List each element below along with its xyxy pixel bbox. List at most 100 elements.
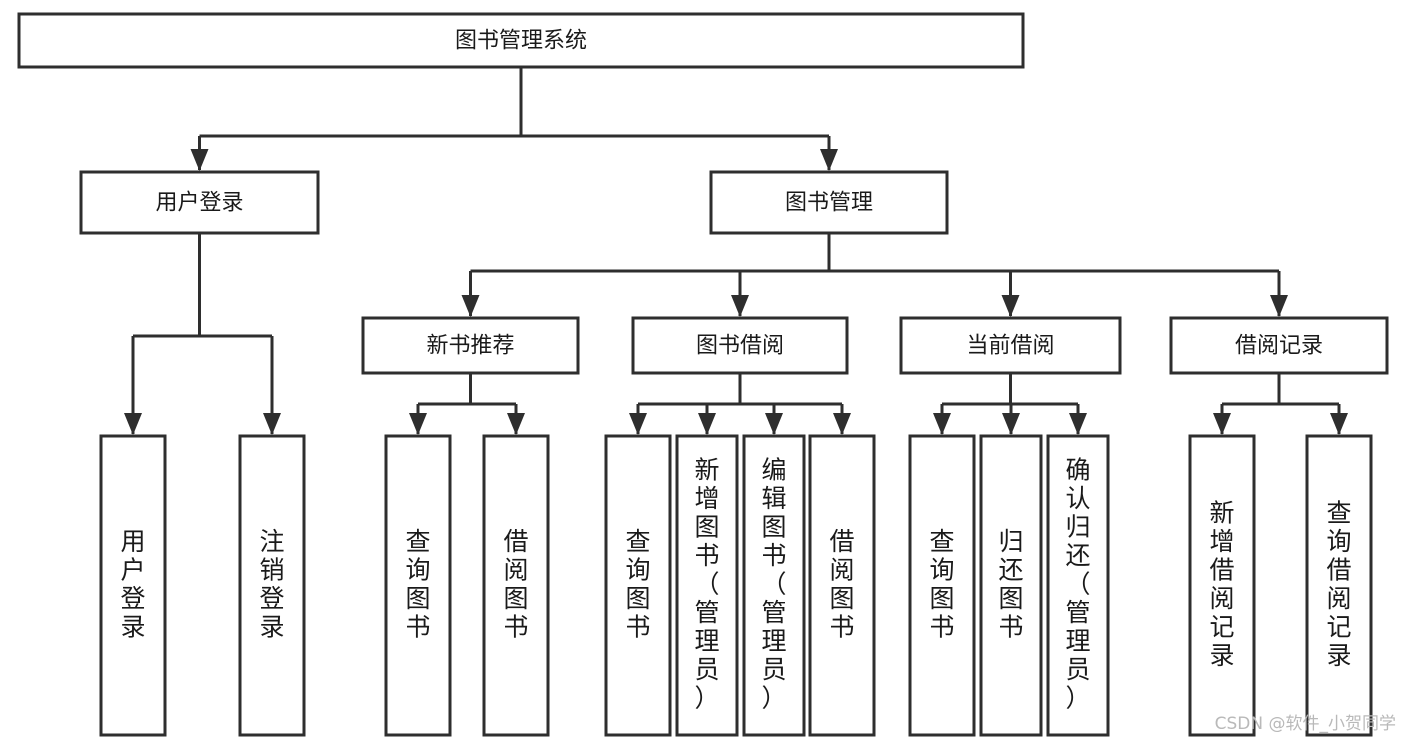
svg-text:阅: 阅 bbox=[503, 555, 528, 584]
node-leaf_user_login[interactable]: 用户登录 bbox=[99, 434, 167, 737]
node-borrow_record-label: 借阅记录 bbox=[1235, 334, 1323, 359]
svg-text:登: 登 bbox=[259, 584, 284, 613]
svg-text:（: （ bbox=[1065, 570, 1090, 599]
node-current_borrow[interactable]: 当前借阅 bbox=[899, 316, 1122, 375]
svg-text:录: 录 bbox=[259, 612, 284, 641]
svg-text:阅: 阅 bbox=[1326, 584, 1351, 613]
svg-text:确: 确 bbox=[1065, 456, 1090, 485]
svg-text:管: 管 bbox=[694, 598, 719, 627]
svg-text:增: 增 bbox=[694, 484, 719, 513]
svg-text:书: 书 bbox=[503, 612, 528, 641]
svg-text:查: 查 bbox=[625, 527, 650, 556]
node-root-system-box[interactable] bbox=[17, 12, 1025, 69]
connectors-layer bbox=[124, 67, 1348, 435]
svg-text:询: 询 bbox=[929, 555, 954, 584]
arrowhead-icon bbox=[820, 149, 838, 171]
arrowhead-icon bbox=[1270, 295, 1288, 317]
node-leaf_bb_add-box[interactable] bbox=[675, 434, 739, 737]
node-current_borrow-box[interactable] bbox=[899, 316, 1122, 375]
node-leaf_user_logout-box[interactable] bbox=[238, 434, 306, 737]
node-user_login[interactable]: 用户登录 bbox=[79, 170, 320, 235]
node-borrow_record-box[interactable] bbox=[1169, 316, 1389, 375]
node-leaf_cb_confirm-box[interactable] bbox=[1046, 434, 1110, 737]
svg-text:还: 还 bbox=[1065, 541, 1090, 570]
node-root-system-label: 图书管理系统 bbox=[455, 29, 587, 54]
node-book_manage-box[interactable] bbox=[709, 170, 949, 235]
node-leaf_user_login-box[interactable] bbox=[99, 434, 167, 737]
node-leaf_cb_return-box[interactable] bbox=[979, 434, 1043, 737]
svg-text:图: 图 bbox=[694, 513, 719, 542]
arrowhead-icon bbox=[1330, 413, 1348, 435]
svg-text:户: 户 bbox=[120, 555, 145, 584]
node-leaf_br_query-box[interactable] bbox=[1305, 434, 1373, 737]
node-leaf_rec_query-box[interactable] bbox=[384, 434, 452, 737]
svg-text:书: 书 bbox=[829, 612, 854, 641]
arrowhead-icon bbox=[731, 295, 749, 317]
node-root-system[interactable]: 图书管理系统 bbox=[17, 12, 1025, 69]
svg-text:辑: 辑 bbox=[761, 484, 786, 513]
csdn-watermark: CSDN @软件_小贺同学 bbox=[1215, 714, 1396, 734]
svg-text:录: 录 bbox=[1209, 641, 1234, 670]
node-leaf_bb_query-box[interactable] bbox=[604, 434, 672, 737]
svg-text:还: 还 bbox=[998, 555, 1023, 584]
svg-text:图: 图 bbox=[929, 584, 954, 613]
arrowhead-icon bbox=[833, 413, 851, 435]
svg-text:书: 书 bbox=[625, 612, 650, 641]
node-leaf_cb_query-box[interactable] bbox=[908, 434, 976, 737]
svg-text:借: 借 bbox=[829, 527, 854, 556]
node-borrow_record[interactable]: 借阅记录 bbox=[1169, 316, 1389, 375]
node-book_borrow-box[interactable] bbox=[631, 316, 849, 375]
arrowhead-icon bbox=[1213, 413, 1231, 435]
arrowhead-icon bbox=[263, 413, 281, 435]
svg-text:）: ） bbox=[1065, 684, 1090, 713]
node-leaf_rec_borrow-box[interactable] bbox=[482, 434, 550, 737]
svg-text:注: 注 bbox=[259, 527, 284, 556]
svg-text:员: 员 bbox=[761, 655, 786, 684]
svg-text:理: 理 bbox=[1065, 627, 1090, 656]
node-new_book_rec-label: 新书推荐 bbox=[426, 334, 514, 359]
node-user_login-box[interactable] bbox=[79, 170, 320, 235]
node-leaf_bb_borrow-box[interactable] bbox=[808, 434, 876, 737]
svg-text:管: 管 bbox=[1065, 598, 1090, 627]
svg-text:书: 书 bbox=[998, 612, 1023, 641]
arrowhead-icon bbox=[124, 413, 142, 435]
node-new_book_rec-box[interactable] bbox=[361, 316, 580, 375]
arrowhead-icon bbox=[765, 413, 783, 435]
svg-text:（: （ bbox=[761, 570, 786, 599]
arrowhead-icon bbox=[409, 413, 427, 435]
node-leaf_user_login-label: 用户登录 bbox=[120, 527, 145, 642]
svg-text:借: 借 bbox=[1326, 555, 1351, 584]
node-leaf_br_add-box[interactable] bbox=[1188, 434, 1256, 737]
svg-text:记: 记 bbox=[1326, 612, 1351, 641]
node-book_manage[interactable]: 图书管理 bbox=[709, 170, 949, 235]
svg-text:查: 查 bbox=[405, 527, 430, 556]
node-book_borrow[interactable]: 图书借阅 bbox=[631, 316, 849, 375]
svg-text:图: 图 bbox=[503, 584, 528, 613]
svg-text:图: 图 bbox=[405, 584, 430, 613]
arrowhead-icon bbox=[933, 413, 951, 435]
node-leaf_bb_edit-box[interactable] bbox=[742, 434, 806, 737]
node-new_book_rec[interactable]: 新书推荐 bbox=[361, 316, 580, 375]
svg-text:员: 员 bbox=[1065, 655, 1090, 684]
svg-text:归: 归 bbox=[1065, 513, 1090, 542]
